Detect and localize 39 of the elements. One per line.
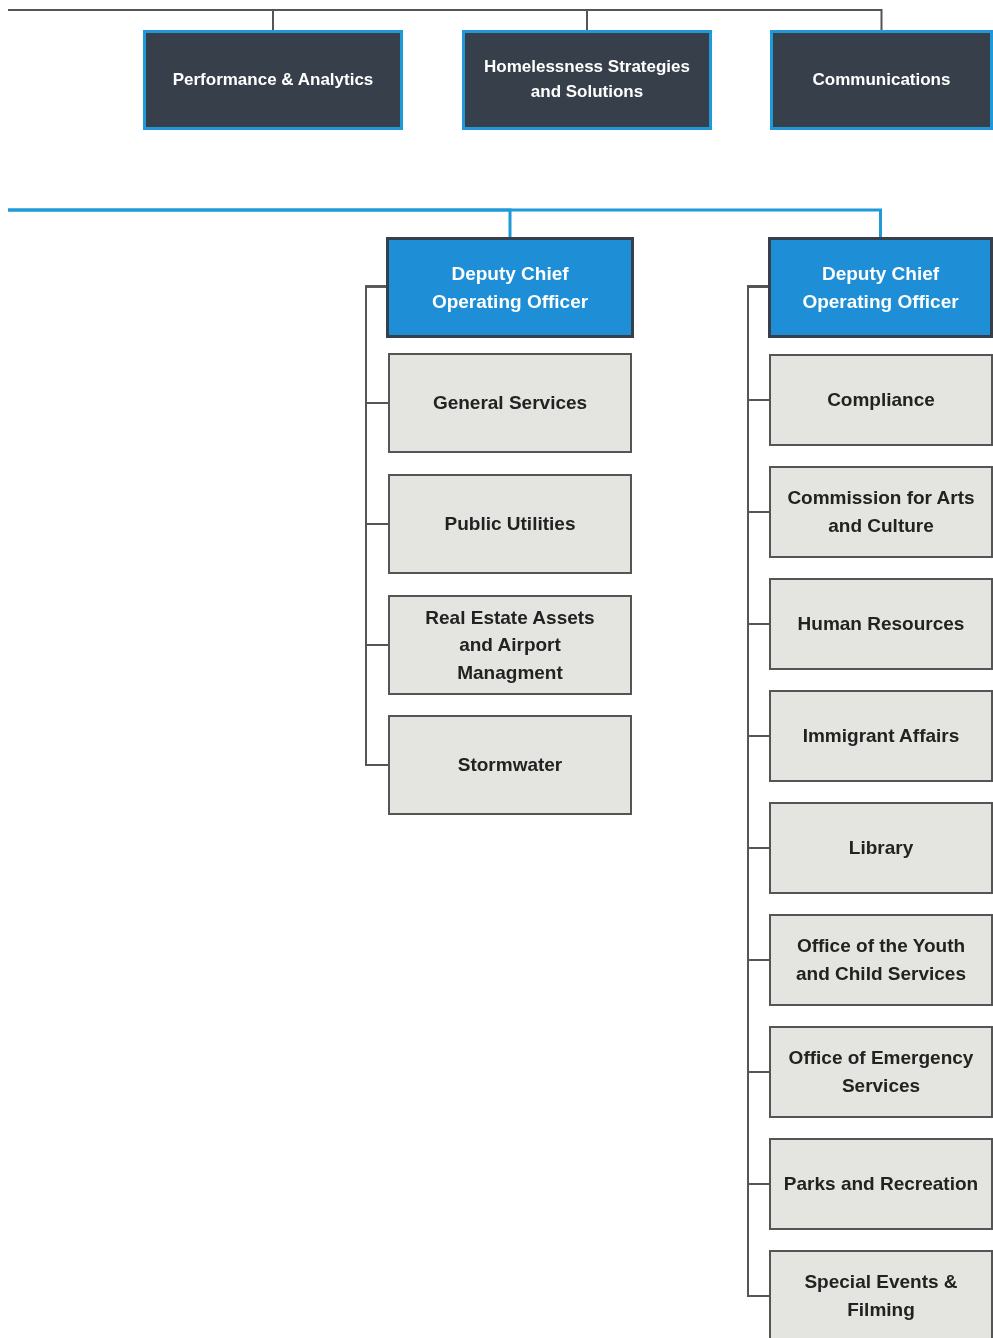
box-label: Performance & Analytics (171, 68, 375, 91)
unit-box (770, 30, 993, 130)
department-box (388, 595, 632, 695)
box-label: Deputy Chief Operating Officer (801, 261, 960, 314)
connector-line (8, 208, 882, 237)
unit-box (143, 30, 403, 130)
department-box (769, 354, 993, 446)
box-label: Commission for Arts and Culture (786, 486, 976, 538)
department-box (769, 1250, 993, 1338)
box-label: Office of Emergency Services (787, 1046, 975, 1098)
box-label: Deputy Chief Operating Officer (430, 261, 590, 314)
department-box (388, 474, 632, 574)
department-box (769, 1138, 993, 1230)
unit-box (462, 30, 712, 130)
officer-box (386, 237, 634, 338)
department-box (388, 715, 632, 815)
connector-line (365, 285, 389, 766)
box-label: General Services (431, 391, 589, 416)
box-label: Compliance (826, 388, 936, 413)
officer-box (768, 237, 993, 338)
department-box (388, 353, 632, 453)
box-label: Library (847, 836, 915, 861)
department-box (769, 690, 993, 782)
box-label: Stormwater (456, 753, 564, 778)
box-label: Immigrant Affairs (801, 724, 961, 749)
department-box (769, 578, 993, 670)
department-box (769, 466, 993, 558)
box-label: Human Resources (796, 612, 966, 637)
box-label: Special Events & Filming (803, 1270, 959, 1322)
box-label: Real Estate Assets and Airport Managment (424, 605, 596, 685)
department-box (769, 1026, 993, 1118)
box-label: Homelessness Strategies and Solutions (483, 56, 691, 103)
box-label: Parks and Recreation (782, 1172, 980, 1197)
box-label: Communications (811, 68, 952, 91)
department-box (769, 802, 993, 894)
connector-line (7, 9, 883, 31)
box-label: Public Utilities (443, 512, 577, 537)
box-label: Office of the Youth and Child Services (795, 934, 967, 986)
department-box (769, 914, 993, 1006)
